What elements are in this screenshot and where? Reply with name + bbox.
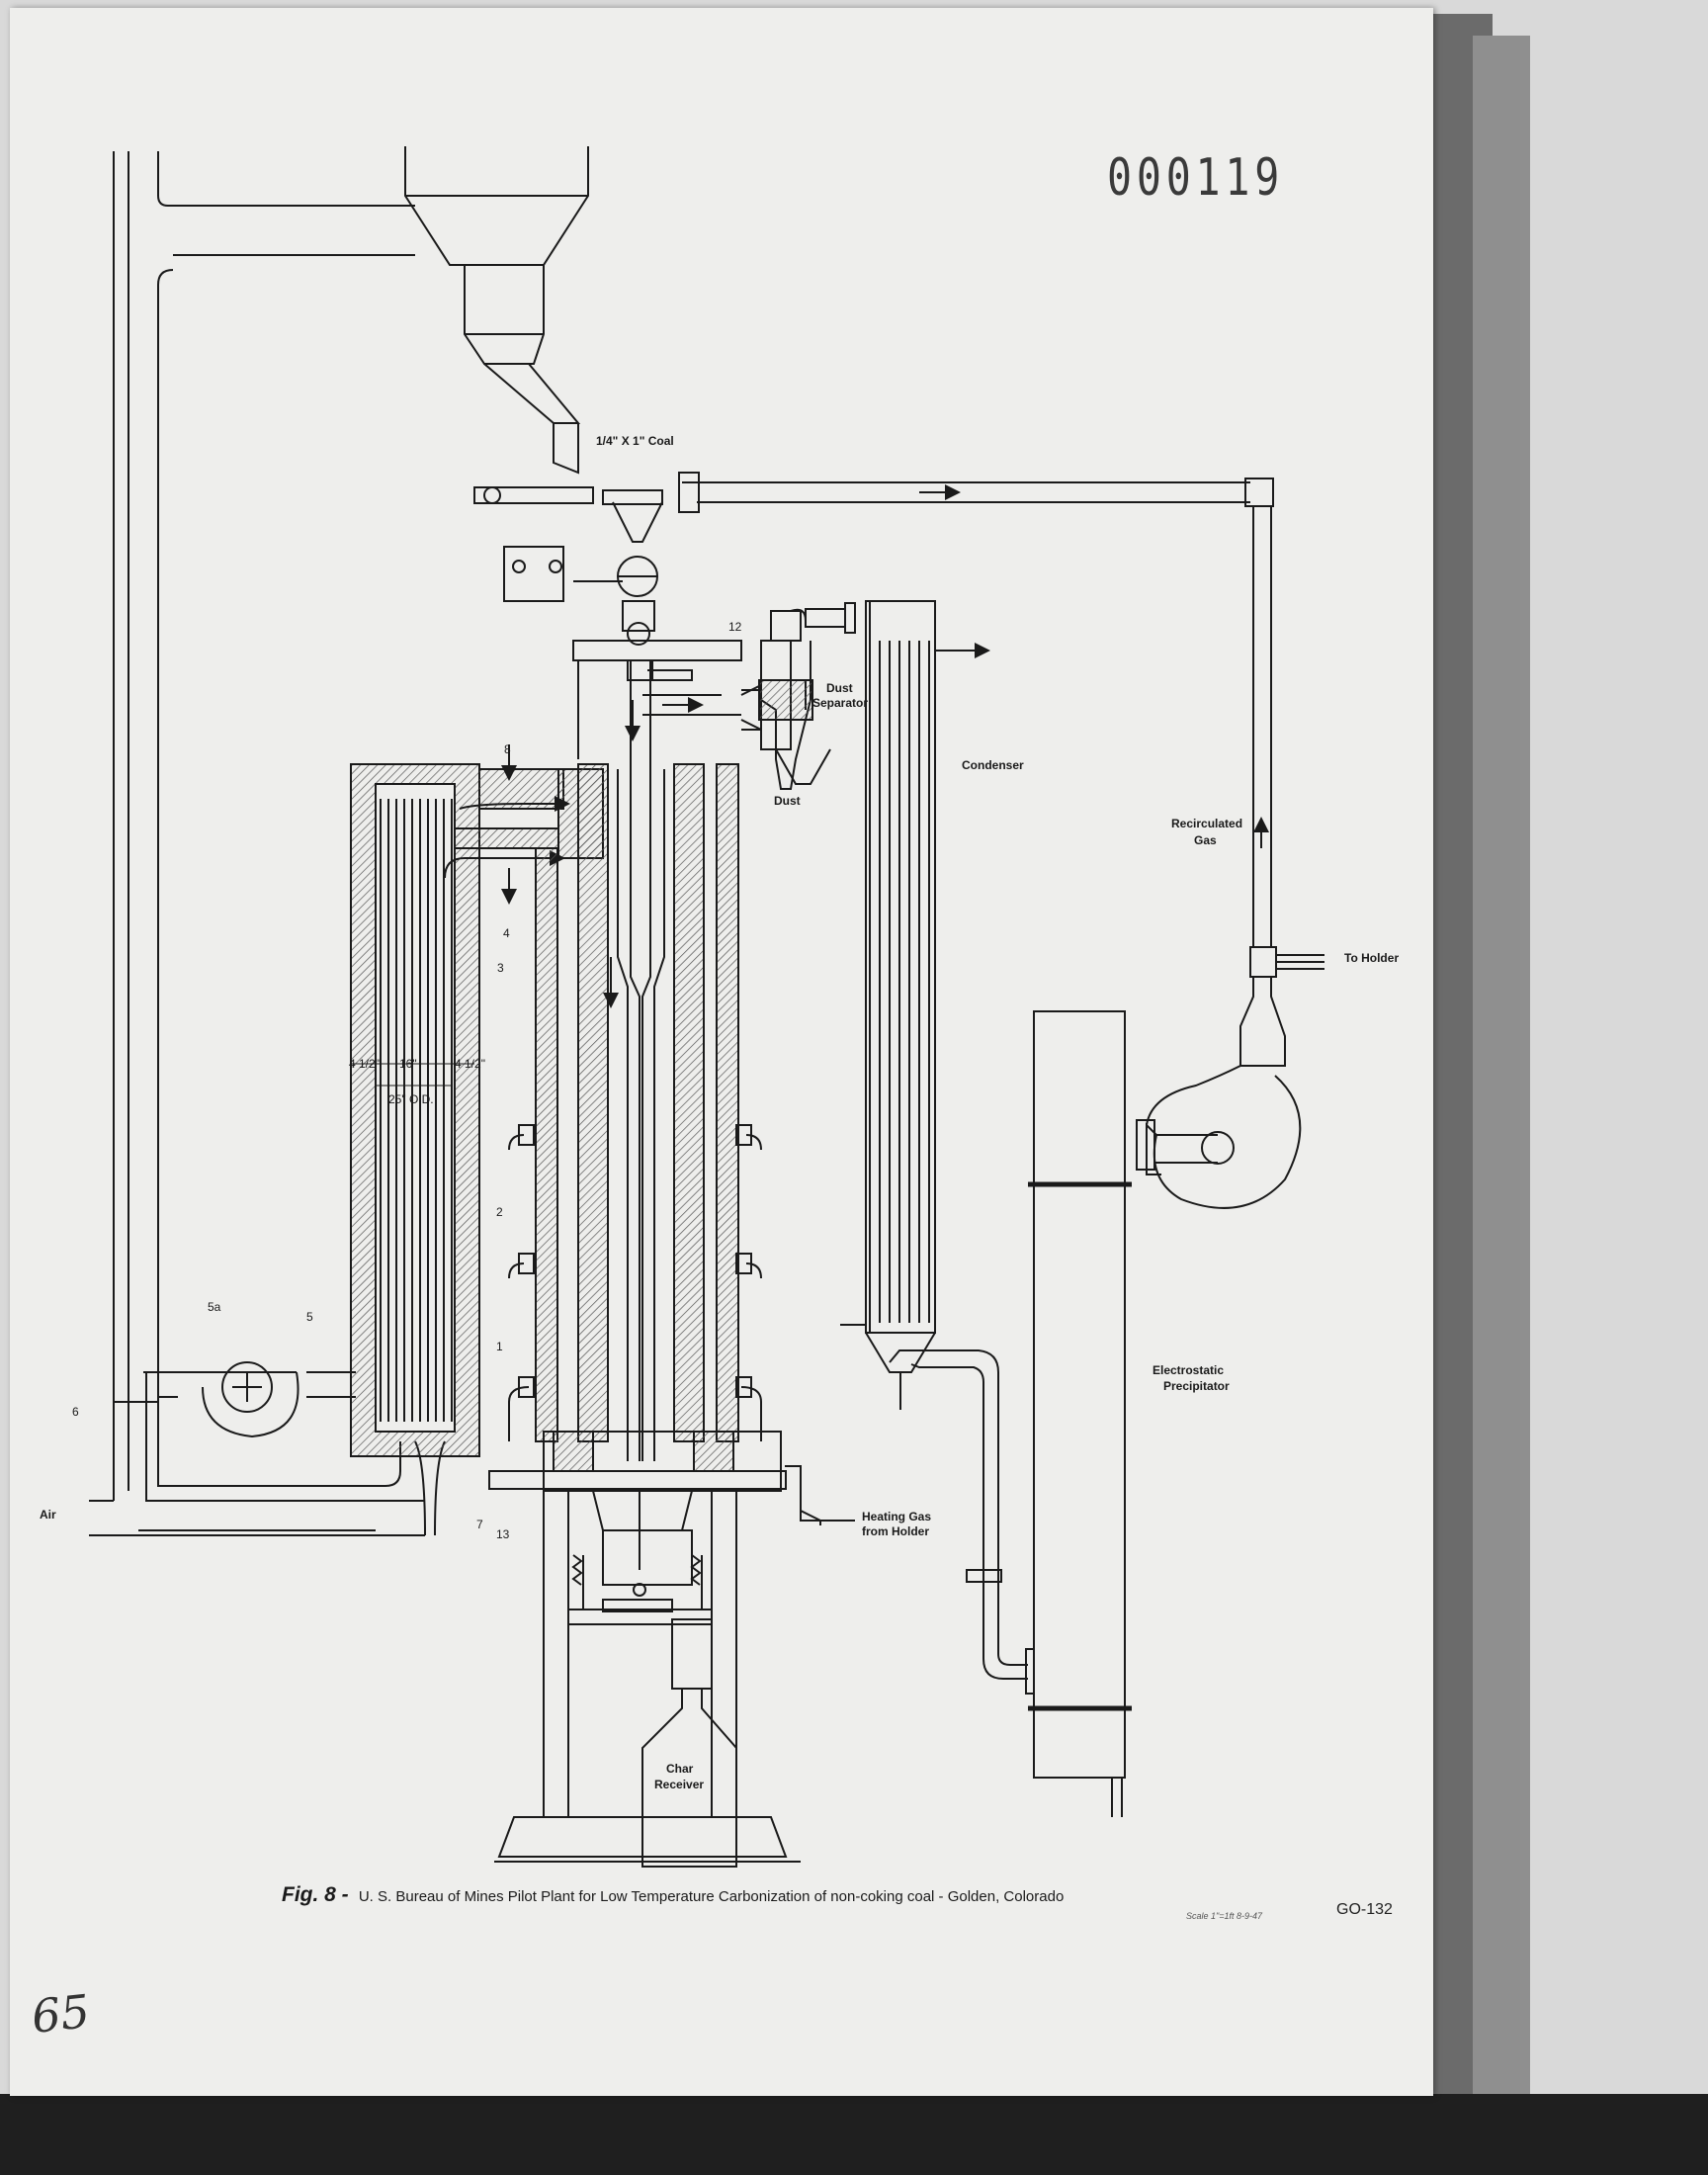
point-5: 5	[306, 1310, 313, 1324]
burner-jets	[508, 1124, 762, 1441]
recirculation-pipe	[678, 472, 1324, 1067]
coal-hopper	[404, 146, 663, 646]
label-heating-gas-2: from Holder	[862, 1524, 929, 1538]
figure-label: Fig. 8 -	[282, 1883, 349, 1906]
label-electrostatic-1: Electrostatic	[1153, 1363, 1224, 1377]
label-recirculated-1: Recirculated	[1171, 817, 1242, 830]
condenser	[840, 600, 1035, 1695]
dim-left: 4 1/2"	[349, 1057, 380, 1071]
recirculation-fan	[1136, 1065, 1302, 1209]
scale-note: Scale 1"=1ft 8-9-47	[1186, 1911, 1262, 1921]
point-4: 4	[503, 926, 510, 940]
point-1: 1	[496, 1340, 503, 1353]
label-coal: 1/4" X 1" Coal	[596, 434, 674, 448]
dust-separator	[741, 641, 813, 790]
point-8: 8	[504, 742, 511, 756]
retort-column	[488, 602, 856, 1868]
blower	[202, 1361, 356, 1438]
label-electrostatic-2: Precipitator	[1163, 1379, 1230, 1393]
label-to-holder: To Holder	[1344, 951, 1399, 965]
air-ducting	[89, 151, 446, 1536]
label-condenser: Condenser	[962, 758, 1024, 772]
point-13: 13	[496, 1527, 510, 1541]
label-dust: Dust	[774, 794, 801, 808]
point-5a: 5a	[208, 1300, 221, 1314]
label-dust-separator-2: Separator	[812, 696, 868, 710]
document-stamp-number: 000119	[1107, 148, 1285, 208]
drawing-number: GO-132	[1336, 1901, 1393, 1918]
electrostatic-precipitator	[1028, 1010, 1132, 1817]
figure-caption: Fig. 8 - U. S. Bureau of Mines Pilot Pla…	[282, 1883, 1064, 1907]
point-markers: 1 2 3 4 5 5a 6 7 8 12 13	[72, 620, 742, 1541]
point-7: 7	[476, 1518, 483, 1531]
label-recirculated-2: Gas	[1194, 833, 1217, 847]
diagram-labels: 1/4" X 1" Coal Dust Separator Dust Conde…	[40, 434, 1399, 1791]
point-12: 12	[728, 620, 742, 634]
retort-furnace	[350, 744, 604, 1457]
drawing-sheet: 1/4" X 1" Coal Dust Separator Dust Conde…	[10, 8, 1433, 2096]
label-air: Air	[40, 1508, 56, 1522]
binder-edge-light	[1473, 36, 1530, 2112]
figure-caption-text: U. S. Bureau of Mines Pilot Plant for Lo…	[358, 1888, 1065, 1905]
label-heating-gas-1: Heating Gas	[862, 1510, 931, 1523]
dim-mid: 16"	[399, 1057, 417, 1071]
bottom-shadow-strip	[0, 2094, 1708, 2175]
dim-od: 25" O.D.	[388, 1092, 434, 1106]
point-6: 6	[72, 1405, 79, 1419]
label-dust-separator-1: Dust	[826, 681, 853, 695]
point-3: 3	[497, 961, 504, 975]
dimension-lines	[350, 1056, 480, 1095]
handwritten-page-number: 65	[29, 1984, 93, 2044]
dim-right: 4 1/2"	[455, 1057, 485, 1071]
point-2: 2	[496, 1205, 503, 1219]
pilot-plant-diagram: 1/4" X 1" Coal Dust Separator Dust Conde…	[40, 146, 1399, 1868]
label-char-1: Char	[666, 1762, 694, 1776]
label-char-2: Receiver	[654, 1778, 704, 1791]
